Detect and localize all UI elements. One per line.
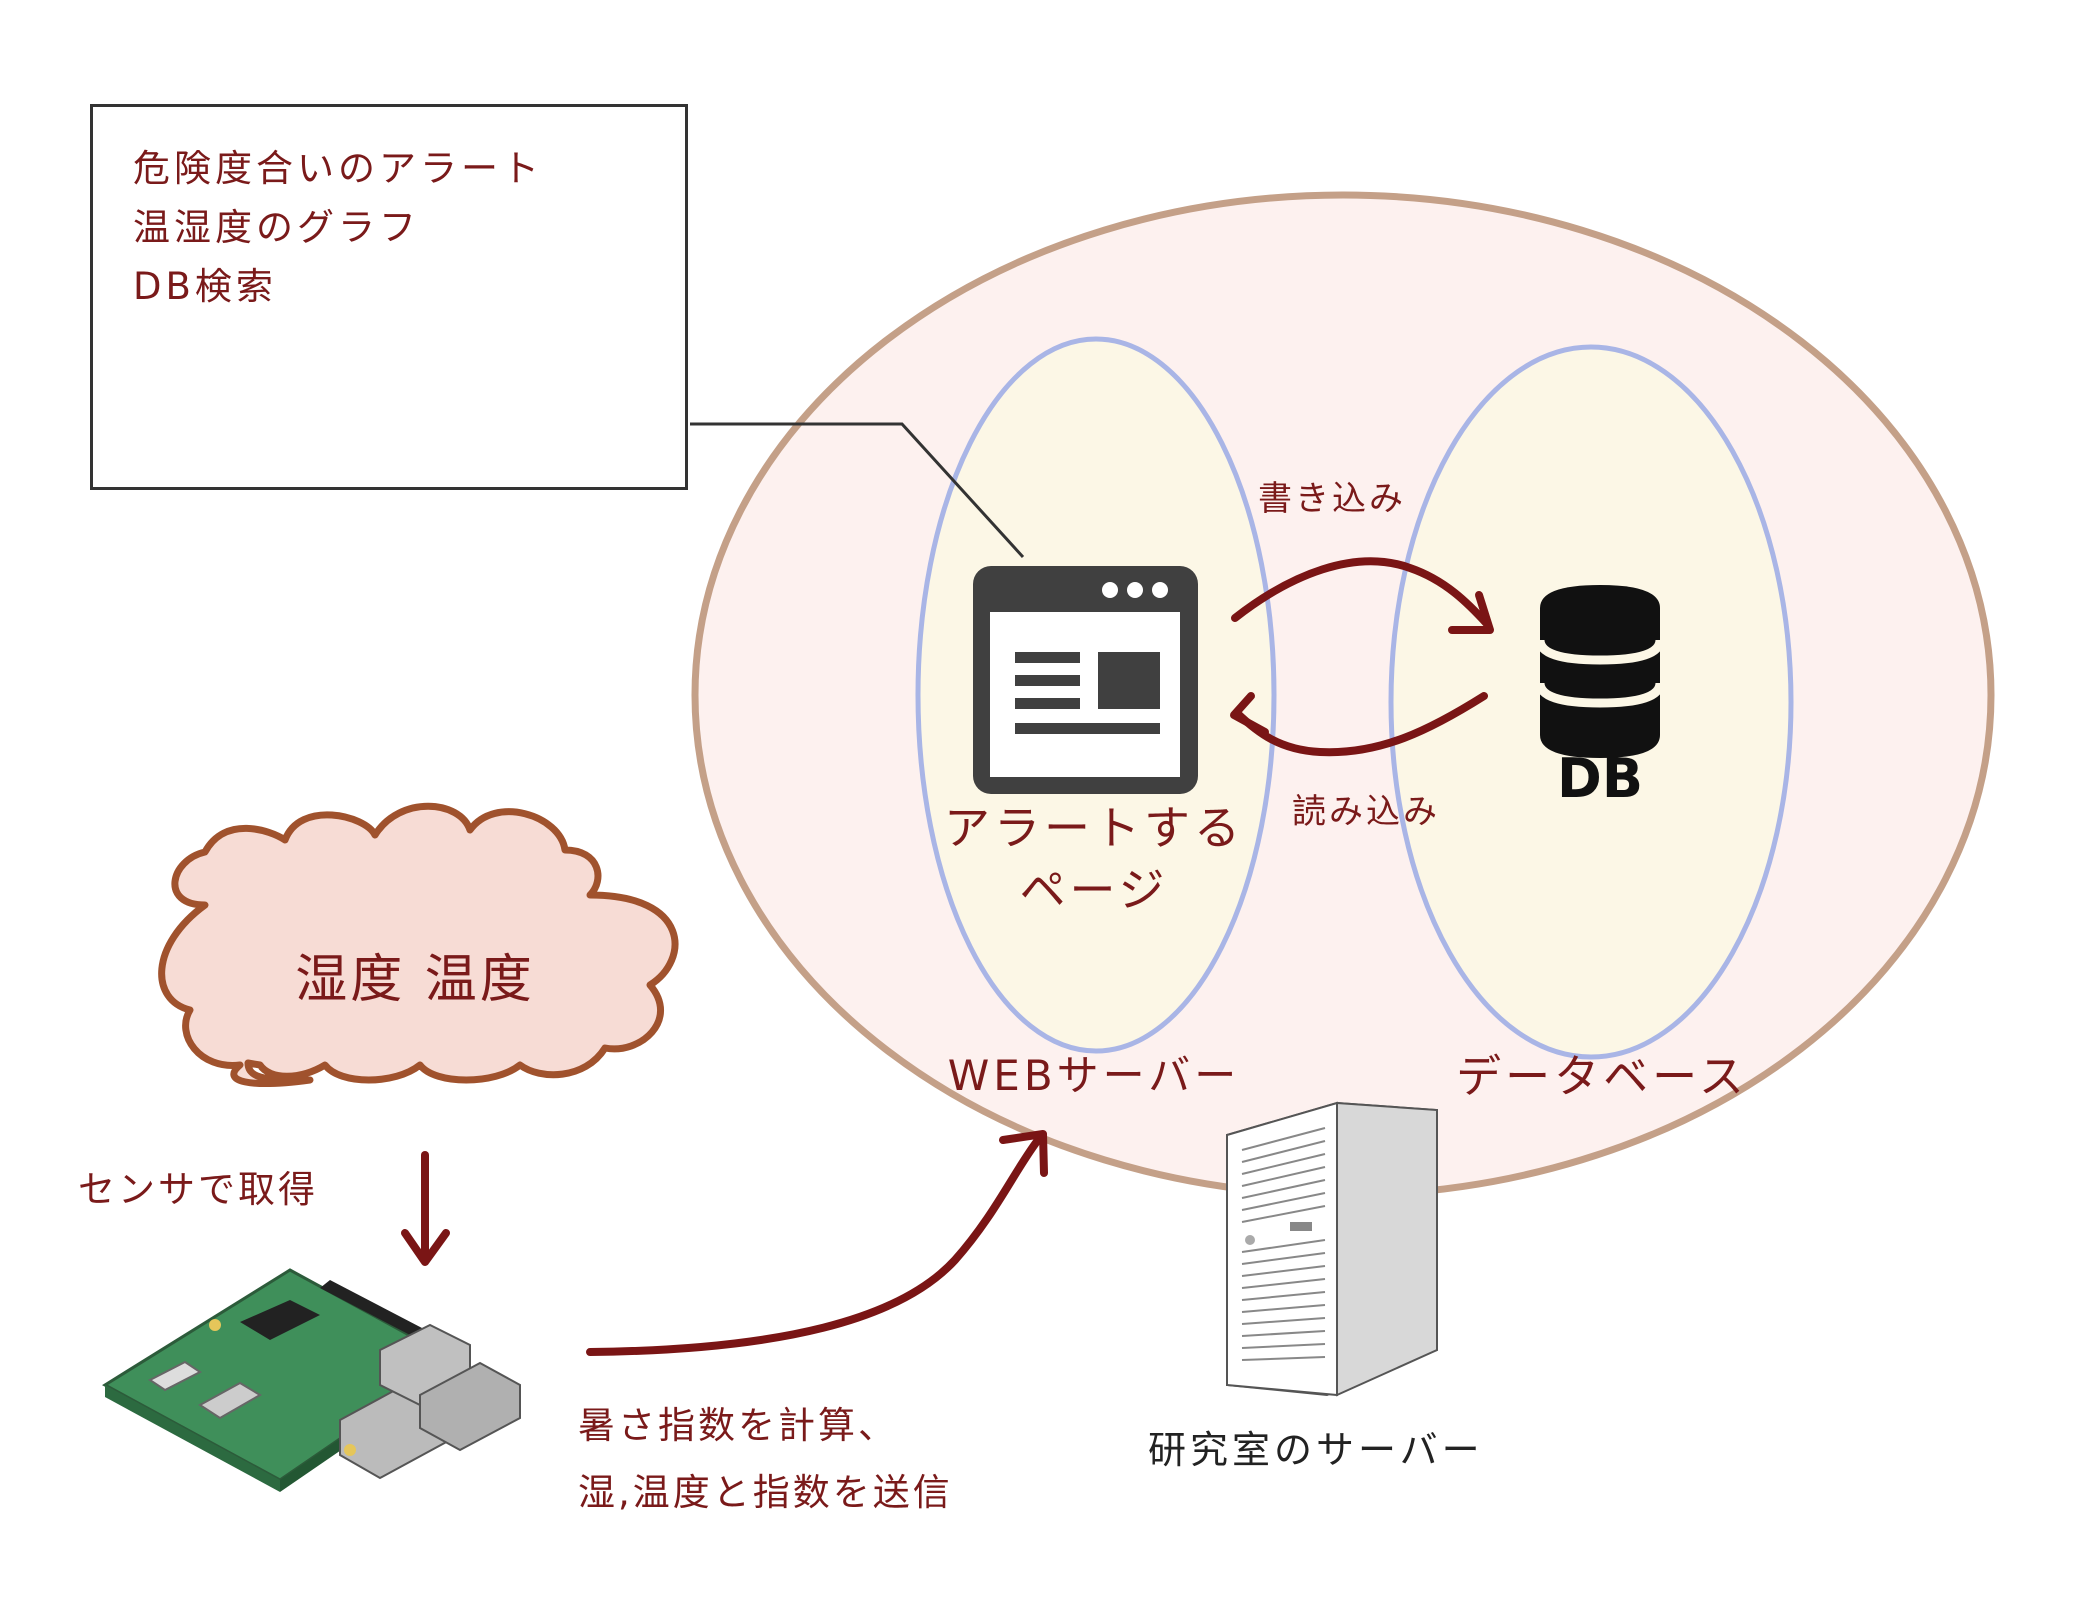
write-arrow (1231, 557, 1494, 634)
web-page-icon (973, 566, 1198, 794)
callout-connector-line (690, 422, 1025, 559)
callout-line-alert: 危険度合いのアラート (133, 147, 543, 190)
sensor-down-arrow (401, 1151, 450, 1266)
lab-server-label: 研究室のサーバー (1148, 1428, 1484, 1472)
raspberry-pi-board-icon (102, 1268, 521, 1492)
write-label: 書き込み (1258, 479, 1406, 519)
callout-line-graph: 温湿度のグラフ (133, 206, 420, 249)
send-label-line2: 湿,温度と指数を送信 (578, 1471, 953, 1514)
callout-feature-list: 危険度合いのアラート 温湿度のグラフ DB検索 (133, 139, 543, 316)
database-icon: DB (1535, 585, 1665, 810)
server-tower-icon (1226, 1101, 1438, 1397)
read-arrow (1230, 692, 1488, 757)
thought-cloud: 湿度 温度 (158, 802, 679, 1087)
database-label: データベース (1456, 1050, 1748, 1103)
callout-line-db-search: DB検索 (133, 265, 277, 308)
read-label: 読み込み (1292, 792, 1440, 832)
alert-page-label-line2: ページ (1019, 863, 1168, 917)
web-server-label: WEBサーバー (948, 1051, 1240, 1100)
alert-page-label-line1: アラートする (944, 801, 1244, 855)
cloud-text: 湿度 温度 (295, 950, 535, 1010)
lab-server-ellipse (691, 191, 1995, 1199)
callout-box: 危険度合いのアラート 温湿度のグラフ DB検索 (90, 104, 688, 490)
sensor-label: センサで取得 (78, 1168, 318, 1211)
send-label-line1: 暑さ指数を計算、 (578, 1404, 898, 1447)
send-arrow (586, 1130, 1048, 1356)
db-icon-label: DB (1557, 747, 1643, 810)
